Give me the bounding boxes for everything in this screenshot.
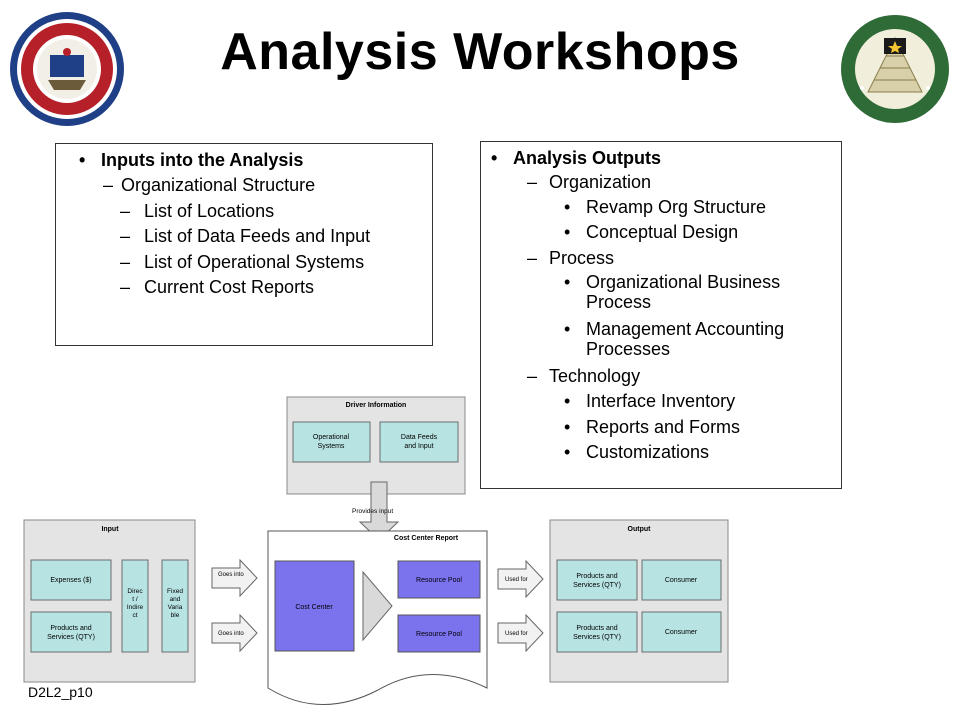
asa-seal-icon [8,10,126,128]
expenses-label: Expenses ($) [50,577,91,584]
slide-title: Analysis Workshops [220,23,740,81]
used-for-arrow [497,559,544,599]
resource-pool-box [397,560,481,599]
slide-footer: D2L2_p10 [28,684,93,700]
output-title: Output [628,526,652,533]
products-output-box [556,559,638,601]
goes-into-arrow [211,613,258,653]
inputs-heading: Inputs into the Analysis [79,149,303,171]
list-item: Interface Inventory [564,390,735,412]
outputs-heading: Analysis Outputs [491,147,661,169]
operational-systems-box [292,421,371,463]
allocation-triangle [362,570,393,642]
used-for-label: Used for [505,631,528,637]
used-for-arrow [497,613,544,653]
input-title: Input [101,526,119,533]
cost-center-label: Cost Center [295,604,333,611]
resource-pool-box [397,614,481,653]
consumer-label: Consumer [665,629,698,636]
list-item: –List of Locations [120,201,275,221]
report-title: Cost Center Report [394,535,459,542]
direct-indirect-box [121,559,149,653]
list-item: Customizations [564,441,709,463]
list-item: Management Accounting Processes [564,319,826,359]
list-item: Revamp Org Structure [564,196,766,218]
goes-into-label: Goes into [218,572,244,578]
list-item: Reports and Forms [564,416,740,438]
data-feeds-box [379,421,459,463]
products-output-box [556,611,638,653]
inputs-box: Inputs into the Analysis –Organizational… [55,143,433,346]
list-item: –List of Operational Systems [120,252,365,272]
section-label: –Technology [527,366,641,386]
outputs-box: Analysis Outputs –Organization Revamp Or… [480,141,842,489]
fixed-variable-box [161,559,189,653]
list-item: –Current Cost Reports [120,277,315,297]
list-item: Organizational Business Process [564,272,826,312]
army-fmc-seal-icon [840,14,950,124]
used-for-label: Used for [505,577,528,583]
list-item: Conceptual Design [564,221,738,243]
list-item: –List of Data Feeds and Input [120,226,371,246]
resource-pool-label: Resource Pool [416,631,462,638]
output-panel [549,519,729,683]
section-label: –Organization [527,172,652,192]
goes-into-arrow [211,558,258,598]
goes-into-label: Goes into [218,631,244,637]
driver-title: Driver Information [346,402,407,409]
consumer-box [641,611,722,653]
products-input-box [30,611,112,653]
provides-input-label: Provides input [352,508,393,515]
consumer-box [641,559,722,601]
section-label: –Process [527,248,615,268]
consumer-label: Consumer [665,577,698,584]
expenses-box [30,559,112,601]
cost-center-box [274,560,355,652]
resource-pool-label: Resource Pool [416,577,462,584]
list-item: –Organizational Structure [103,175,316,195]
